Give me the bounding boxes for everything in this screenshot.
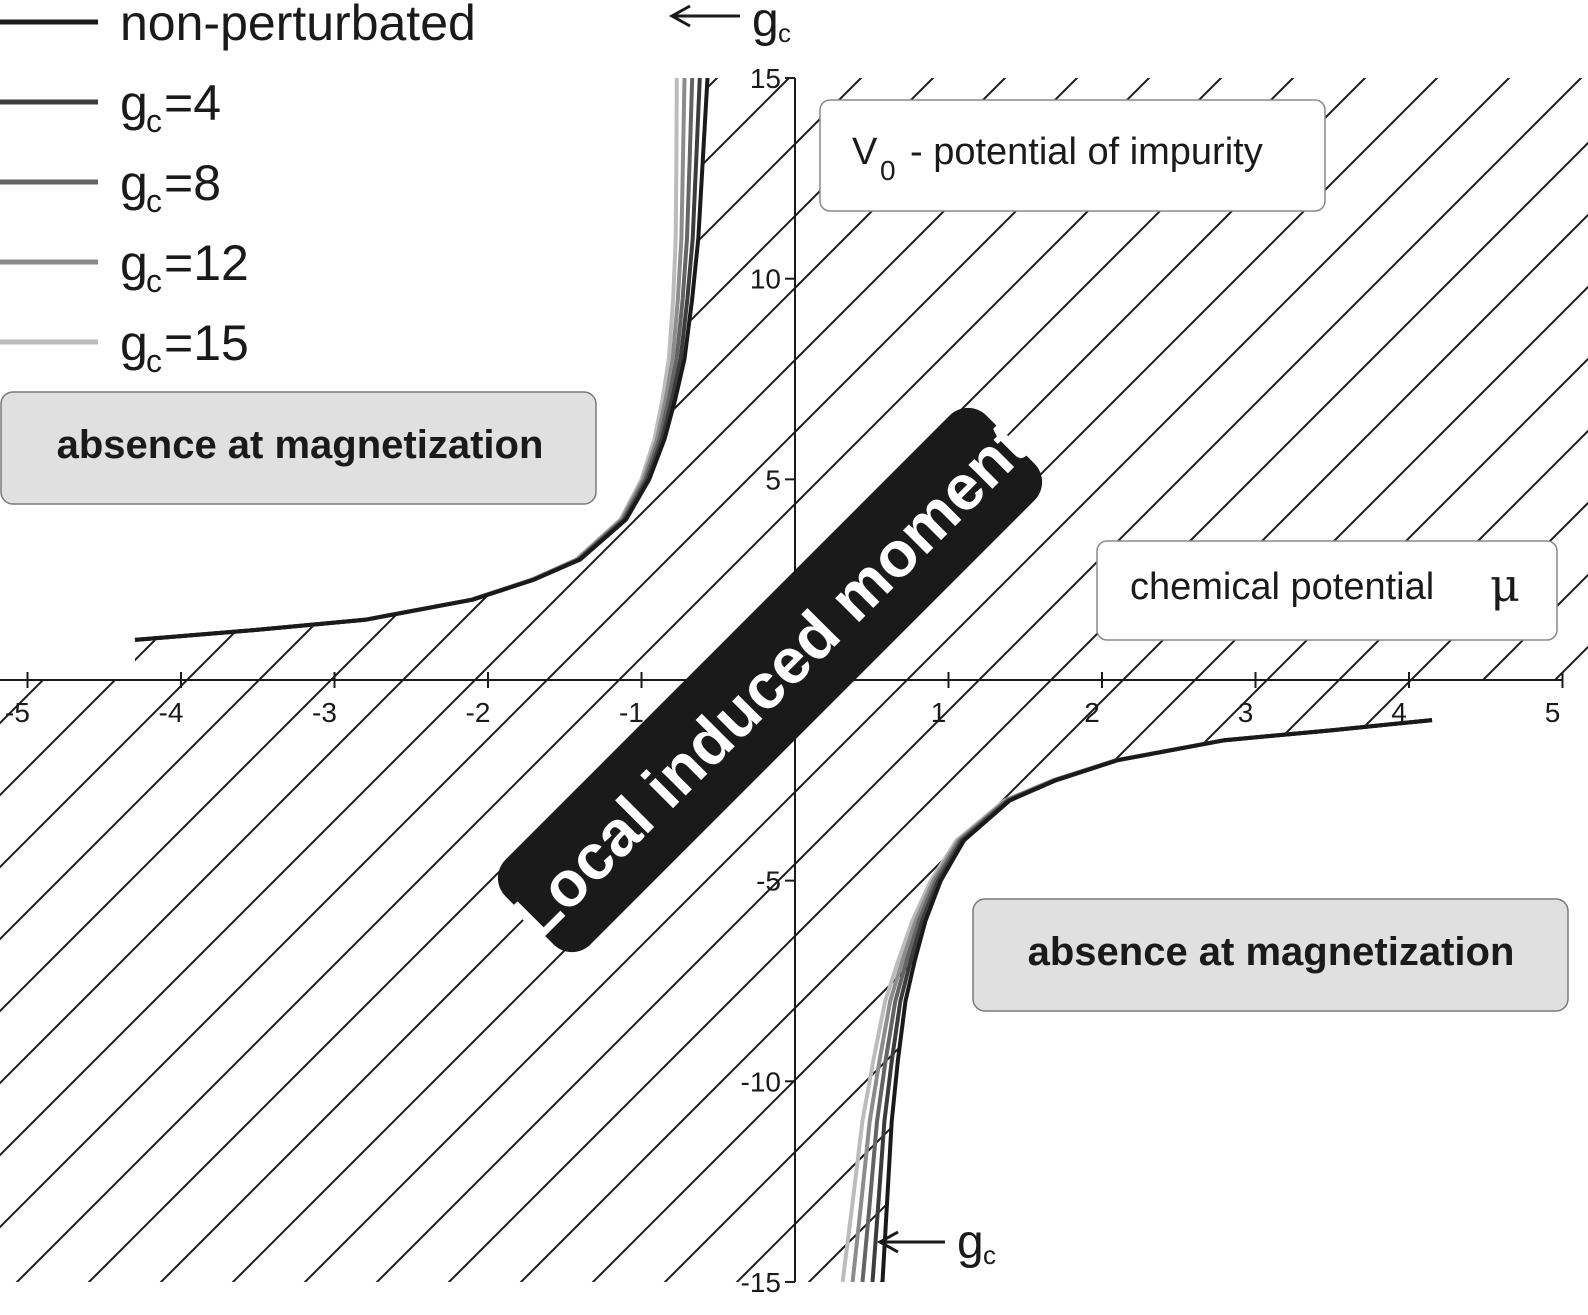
- y-tick-label: 5: [765, 464, 781, 495]
- hatch-line: [1351, 680, 1433, 1282]
- gc-arrow-bottom-label: g: [957, 1216, 984, 1269]
- gc-arrow-bottom: g c: [876, 1216, 996, 1270]
- gc-arrow-top-label: g: [752, 0, 779, 47]
- hatch-line: [0, 0, 3, 1315]
- x-tick-label: -3: [312, 697, 337, 728]
- series-layer: [134, 77, 1433, 1283]
- hatch-line: [343, 78, 1588, 681]
- x-tick-label: -1: [619, 697, 644, 728]
- hatch-line: [127, 680, 1433, 1282]
- legend-label-subscript: c: [146, 103, 162, 139]
- gc-arrow-top-subscript: c: [778, 18, 791, 48]
- y-axis-label-text: - potential of impurity: [910, 131, 1263, 173]
- hatch-line: [0, 680, 1228, 1282]
- x-tick-label: -5: [5, 697, 30, 728]
- x-ticks: -5 -4 -3 -2 -1 1 2 3 4 5: [5, 672, 1564, 728]
- legend-label-value: =12: [164, 235, 249, 291]
- hatch-line: [134, 78, 580, 681]
- y-axis-label-subscript: 0: [880, 155, 896, 186]
- hatch-line: [631, 680, 1433, 1282]
- hatch-line: [0, 680, 1156, 1282]
- hatch-line: [631, 78, 1588, 681]
- legend-label: g: [120, 315, 148, 371]
- gc-arrow-bottom-subscript: c: [983, 1240, 996, 1270]
- hatch-line: [134, 78, 1012, 681]
- hatch-line: [559, 78, 1588, 681]
- legend-label: g: [120, 75, 148, 131]
- x-axis-label-text: chemical potential: [1130, 566, 1434, 608]
- hatch-line: [1495, 78, 1588, 681]
- hatch-line: [134, 78, 940, 681]
- x-tick-label: -2: [466, 697, 491, 728]
- region-label-lower-text: absence at magnetization: [1028, 930, 1515, 974]
- y-axis-label-symbol: V: [852, 131, 878, 173]
- x-axis-label-box: chemical potential μ: [1096, 540, 1558, 641]
- legend-label: non-perturbated: [120, 0, 476, 51]
- y-tick-label: -5: [756, 866, 781, 897]
- hatch-line: [1496, 0, 1588, 1315]
- y-ticks: -15 -10 -5 5 10 15: [741, 63, 795, 1298]
- hatch-line: [415, 78, 1588, 681]
- local-moment-band-background: [497, 407, 1043, 953]
- hatch-line: [0, 680, 4, 1282]
- y-tick-label: -10: [741, 1066, 781, 1097]
- hatch-line: [0, 680, 1300, 1282]
- y-tick-label: 15: [750, 63, 781, 94]
- region-label-lower: absence at magnetization: [972, 898, 1569, 1012]
- region-label-upper: absence at magnetization: [0, 391, 597, 505]
- hatch-line: [847, 78, 1588, 681]
- hatch-line: [559, 680, 1433, 1282]
- region-label-upper-text: absence at magnetization: [57, 423, 544, 467]
- hatch-line: [134, 78, 1156, 681]
- hatch-line: [199, 680, 1433, 1282]
- x-tick-label: 5: [1545, 697, 1561, 728]
- legend-label: g: [120, 155, 148, 211]
- hatch-line: [55, 680, 1372, 1282]
- legend-label-value: =4: [164, 75, 221, 131]
- legend-label-subscript: c: [146, 183, 162, 219]
- hatch-line: [487, 680, 1433, 1282]
- hatch-line: [415, 680, 1433, 1282]
- x-tick-label: 4: [1391, 697, 1407, 728]
- hatch-line: [343, 680, 1433, 1282]
- series-line-upper: [134, 77, 710, 642]
- hatch-line: [487, 78, 1588, 681]
- legend-label-value: =8: [164, 155, 221, 211]
- x-tick-label: 1: [931, 697, 947, 728]
- x-tick-label: 3: [1238, 697, 1254, 728]
- legend-label-subscript: c: [146, 343, 162, 379]
- gc-arrow-top: g c: [668, 0, 791, 48]
- x-axis-label-symbol: μ: [1490, 558, 1520, 612]
- x-tick-label: 2: [1084, 697, 1100, 728]
- hatch-line: [0, 680, 580, 1282]
- hatch-line: [919, 78, 1588, 681]
- legend-label-value: =15: [164, 315, 249, 371]
- legend-label: g: [120, 235, 148, 291]
- series-line-lower: [880, 718, 1433, 1283]
- hatch-line: [134, 78, 1300, 681]
- hatch-line: [703, 78, 1588, 681]
- x-tick-label: -4: [159, 697, 184, 728]
- hatch-line: [134, 78, 1084, 681]
- hatch-line: [271, 78, 1588, 681]
- hatch-line: [271, 680, 1433, 1282]
- y-tick-label: -15: [741, 1267, 781, 1298]
- hatch-line: [775, 78, 1588, 681]
- hatch-line: [1351, 78, 1588, 681]
- y-tick-label: 10: [750, 264, 781, 295]
- y-axis-label-box: V 0 - potential of impurity: [819, 99, 1326, 212]
- legend-label-subscript: c: [146, 263, 162, 299]
- hatch-line: [134, 78, 1228, 681]
